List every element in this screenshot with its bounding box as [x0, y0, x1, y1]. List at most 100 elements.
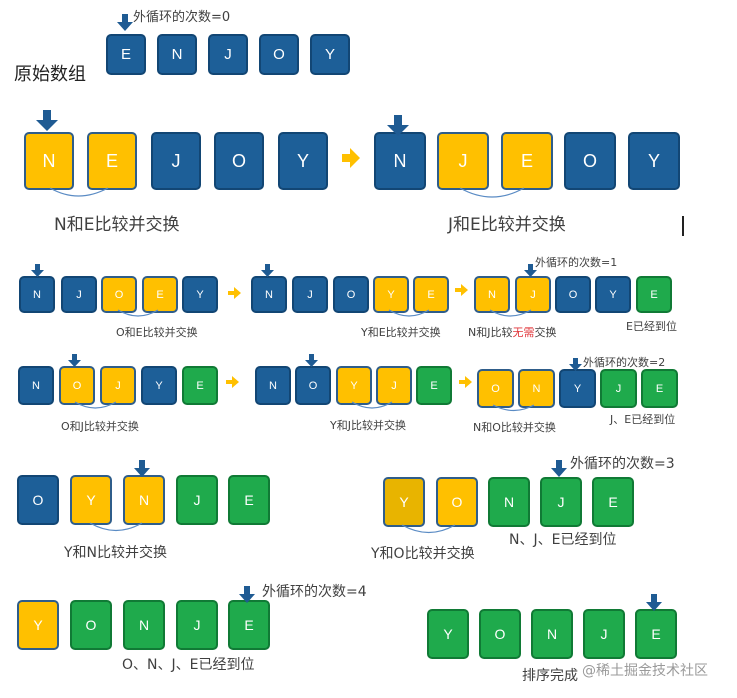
- pass1-left-cell-2: E: [87, 132, 137, 190]
- row5a-cell-1: O: [17, 475, 59, 525]
- pointer-arrow-row1: [117, 14, 133, 31]
- row5a-cell-5: E: [228, 475, 270, 525]
- row6a-cell-3: N: [123, 600, 165, 650]
- outer-loop-label-0: 外循环的次数=0: [133, 10, 231, 25]
- row6b-cell-5: E: [635, 609, 677, 659]
- row5a-cell-4: J: [176, 475, 218, 525]
- original-cell-1: E: [106, 34, 146, 75]
- row3a-cell-2: J: [61, 276, 97, 313]
- row5b-cell-1: Y: [383, 477, 425, 527]
- row3a-cell-1: N: [19, 276, 55, 313]
- row6a-cell-2: O: [70, 600, 112, 650]
- row4b-cell-1: N: [255, 366, 291, 405]
- row3a-cell-3: O: [101, 276, 137, 313]
- caption-ne-swap: N和E比较并交换: [54, 215, 180, 235]
- watermark: @稀土掘金技术社区: [582, 663, 708, 679]
- outer-loop-label-2: 外循环的次数=2: [583, 356, 666, 369]
- row5b-cell-3: N: [488, 477, 530, 527]
- transition-arrow-row2: [342, 148, 360, 168]
- row3c-cell-1: N: [474, 276, 510, 313]
- outer-loop-label-1: 外循环的次数=1: [535, 256, 618, 269]
- transition-arrow-row3-1: [228, 287, 241, 299]
- row4a-cell-4: Y: [141, 366, 177, 405]
- note-je-in-place: J、E已经到位: [610, 413, 676, 426]
- row4a-cell-3: J: [100, 366, 136, 405]
- pass1-left-cell-1: N: [24, 132, 74, 190]
- pass1-right-cell-5: Y: [628, 132, 680, 190]
- pointer-arrow-row5b: [551, 460, 567, 477]
- outer-loop-label-4: 外循环的次数=4: [262, 584, 367, 600]
- pass1-right-cell-3: E: [501, 132, 553, 190]
- row4b-cell-5: E: [416, 366, 452, 405]
- row3a-cell-5: Y: [182, 276, 218, 313]
- row3b-cell-1: N: [251, 276, 287, 313]
- row4c-cell-2: N: [518, 369, 555, 408]
- original-cell-3: J: [208, 34, 248, 75]
- caption-yo-swap: Y和O比较并交换: [371, 546, 475, 562]
- text-cursor: [682, 216, 684, 236]
- row4b-cell-4: J: [376, 366, 412, 405]
- transition-arrow-row3-2: [455, 284, 468, 296]
- pass1-left-cell-4: O: [214, 132, 264, 190]
- row6b-cell-2: O: [479, 609, 521, 659]
- original-array-title: 原始数组: [14, 64, 86, 85]
- row6a-cell-5: E: [228, 600, 270, 650]
- caption-no-swap: N和O比较并交换: [473, 421, 556, 434]
- row3b-cell-3: O: [333, 276, 369, 313]
- row5a-cell-3: N: [123, 475, 165, 525]
- caption-nj-post: 交换: [534, 326, 557, 339]
- row3b-cell-5: E: [413, 276, 449, 313]
- row5b-cell-5: E: [592, 477, 634, 527]
- transition-arrow-row4-2: [459, 376, 472, 388]
- pass1-left-cell-5: Y: [278, 132, 328, 190]
- row4a-cell-2: O: [59, 366, 95, 405]
- caption-yn-swap: Y和N比较并交换: [64, 545, 168, 561]
- row5a-cell-2: Y: [70, 475, 112, 525]
- pointer-arrow-row2-left: [36, 110, 58, 131]
- note-e-in-place: E已经到位: [626, 320, 677, 333]
- caption-nj-pre: N和J比较: [468, 326, 513, 339]
- row5b-cell-4: J: [540, 477, 582, 527]
- caption-je-swap: J和E比较并交换: [448, 215, 566, 235]
- original-cell-5: Y: [310, 34, 350, 75]
- row3c-cell-4: Y: [595, 276, 631, 313]
- row4a-cell-5: E: [182, 366, 218, 405]
- row4c-cell-4: J: [600, 369, 637, 408]
- row5b-cell-2: O: [436, 477, 478, 527]
- row6b-cell-3: N: [531, 609, 573, 659]
- row4c-cell-5: E: [641, 369, 678, 408]
- pass1-right-cell-2: J: [437, 132, 489, 190]
- row3c-cell-3: O: [555, 276, 591, 313]
- row6a-cell-4: J: [176, 600, 218, 650]
- caption-oe-swap: O和E比较并交换: [116, 326, 198, 339]
- row6b-cell-4: J: [583, 609, 625, 659]
- pass1-left-cell-3: J: [151, 132, 201, 190]
- caption-nj-red: 无需: [512, 326, 535, 339]
- caption-nj-noswap: N和J比较无需交换: [468, 324, 556, 340]
- row3b-cell-4: Y: [373, 276, 409, 313]
- caption-oj-swap: O和J比较并交换: [61, 420, 139, 433]
- row6b-cell-1: Y: [427, 609, 469, 659]
- outer-loop-label-3: 外循环的次数=3: [570, 456, 675, 472]
- transition-arrow-row4-1: [226, 376, 239, 388]
- note-onje-in-place: O、N、J、E已经到位: [122, 657, 255, 673]
- row4a-cell-1: N: [18, 366, 54, 405]
- row4b-cell-2: O: [295, 366, 331, 405]
- caption-yj-swap: Y和J比较并交换: [330, 419, 406, 432]
- caption-sort-complete: 排序完成: [522, 668, 578, 684]
- row4c-cell-1: O: [477, 369, 514, 408]
- original-cell-4: O: [259, 34, 299, 75]
- caption-ye-swap: Y和E比较并交换: [361, 326, 441, 339]
- pass1-right-cell-1: N: [374, 132, 426, 190]
- row3b-cell-2: J: [292, 276, 328, 313]
- note-nje-in-place: N、J、E已经到位: [509, 532, 617, 548]
- row4b-cell-3: Y: [336, 366, 372, 405]
- row3a-cell-4: E: [142, 276, 178, 313]
- row3c-cell-5: E: [636, 276, 672, 313]
- row3c-cell-2: J: [515, 276, 551, 313]
- original-cell-2: N: [157, 34, 197, 75]
- row4c-cell-3: Y: [559, 369, 596, 408]
- row6a-cell-1: Y: [17, 600, 59, 650]
